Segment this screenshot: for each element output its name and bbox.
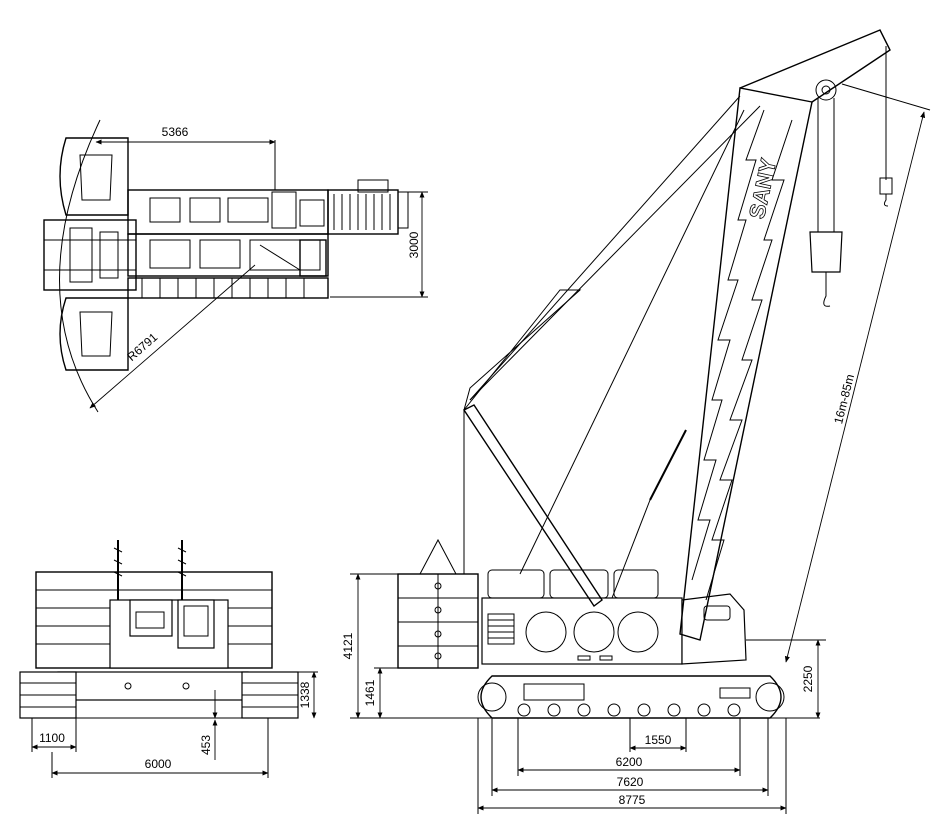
side-track	[480, 675, 782, 719]
side-view: SANY 4121 1461 2250	[341, 29, 931, 814]
dim-boom-length: 16m-85m	[831, 373, 857, 426]
dim-front-track-width: 1100	[39, 731, 65, 745]
dim-front-total-width: 6000	[145, 757, 172, 771]
front-view: 1338 453 1100 6000	[19, 540, 318, 778]
counterweight-lower	[59, 297, 129, 371]
dim-side-total-height: 4121	[341, 632, 355, 659]
front-carbody	[57, 671, 249, 701]
boom-foot-top	[327, 189, 399, 235]
track-left-top	[43, 219, 137, 291]
dim-side-track-length: 7620	[617, 775, 644, 789]
side-mast	[462, 404, 603, 608]
dim-top-length: 5366	[162, 125, 189, 139]
carbody-top	[127, 233, 329, 277]
dim-swing-radius: R6791	[124, 330, 160, 364]
boom-brand-text: SANY	[744, 156, 781, 221]
side-main-boom	[679, 87, 813, 641]
dim-top-width: 3000	[407, 231, 421, 258]
counterweight-lower-hole	[79, 311, 113, 357]
track-lower-strip	[127, 277, 329, 299]
counterweight-upper-hole	[79, 154, 113, 201]
dim-side-tumbler-offset: 1550	[645, 733, 672, 747]
dim-side-overall-length: 8775	[619, 793, 646, 807]
side-upperstructure	[481, 597, 683, 665]
counterweight-upper	[59, 137, 129, 216]
side-cab	[681, 593, 747, 665]
dim-front-ground-clearance: 453	[199, 735, 213, 755]
dim-front-track-height: 1338	[298, 681, 312, 708]
swing-radius-arc	[59, 119, 101, 413]
top-view: 5366 3000 R6791	[43, 119, 428, 413]
dim-side-track-contact: 6200	[616, 755, 643, 769]
dim-side-lower-height: 1461	[363, 679, 377, 706]
dim-side-upper-height: 2250	[801, 665, 815, 692]
